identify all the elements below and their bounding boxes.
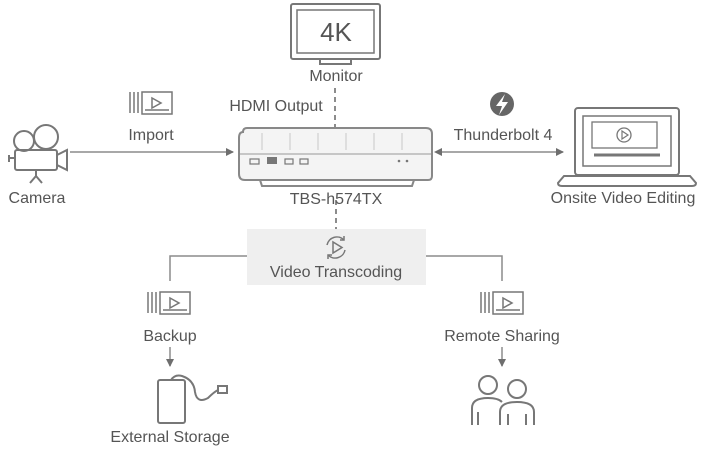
remote-sharing-label: Remote Sharing <box>444 328 560 345</box>
external-storage-label: External Storage <box>110 429 230 446</box>
transcoding-icon <box>326 236 346 259</box>
thunderbolt-label: Thunderbolt 4 <box>453 127 553 144</box>
sharing-media-icon <box>480 291 524 315</box>
laptop-icon <box>556 107 698 187</box>
media-files-icon <box>129 91 173 115</box>
onsite-editing-label: Onsite Video Editing <box>550 190 696 207</box>
users-icon <box>471 375 535 425</box>
distribution-lines <box>169 255 503 281</box>
camera-icon <box>8 124 68 184</box>
video-transcoding-label: Video Transcoding <box>269 264 403 281</box>
camera-label: Camera <box>8 190 66 207</box>
backup-media-icon <box>147 291 191 315</box>
video-transcoding-panel <box>247 229 426 285</box>
thunderbolt-icon <box>490 92 514 116</box>
monitor-screen-text: 4K <box>320 17 352 47</box>
import-label: Import <box>128 127 174 144</box>
backup-label: Backup <box>143 328 197 345</box>
nas-device-icon <box>238 127 433 187</box>
external-drive-icon <box>157 374 228 424</box>
nas-model-label: TBS-h574TX <box>289 191 383 208</box>
monitor-label: Monitor <box>309 68 363 85</box>
monitor-icon <box>290 3 381 65</box>
hdmi-output-label: HDMI Output <box>229 98 323 115</box>
